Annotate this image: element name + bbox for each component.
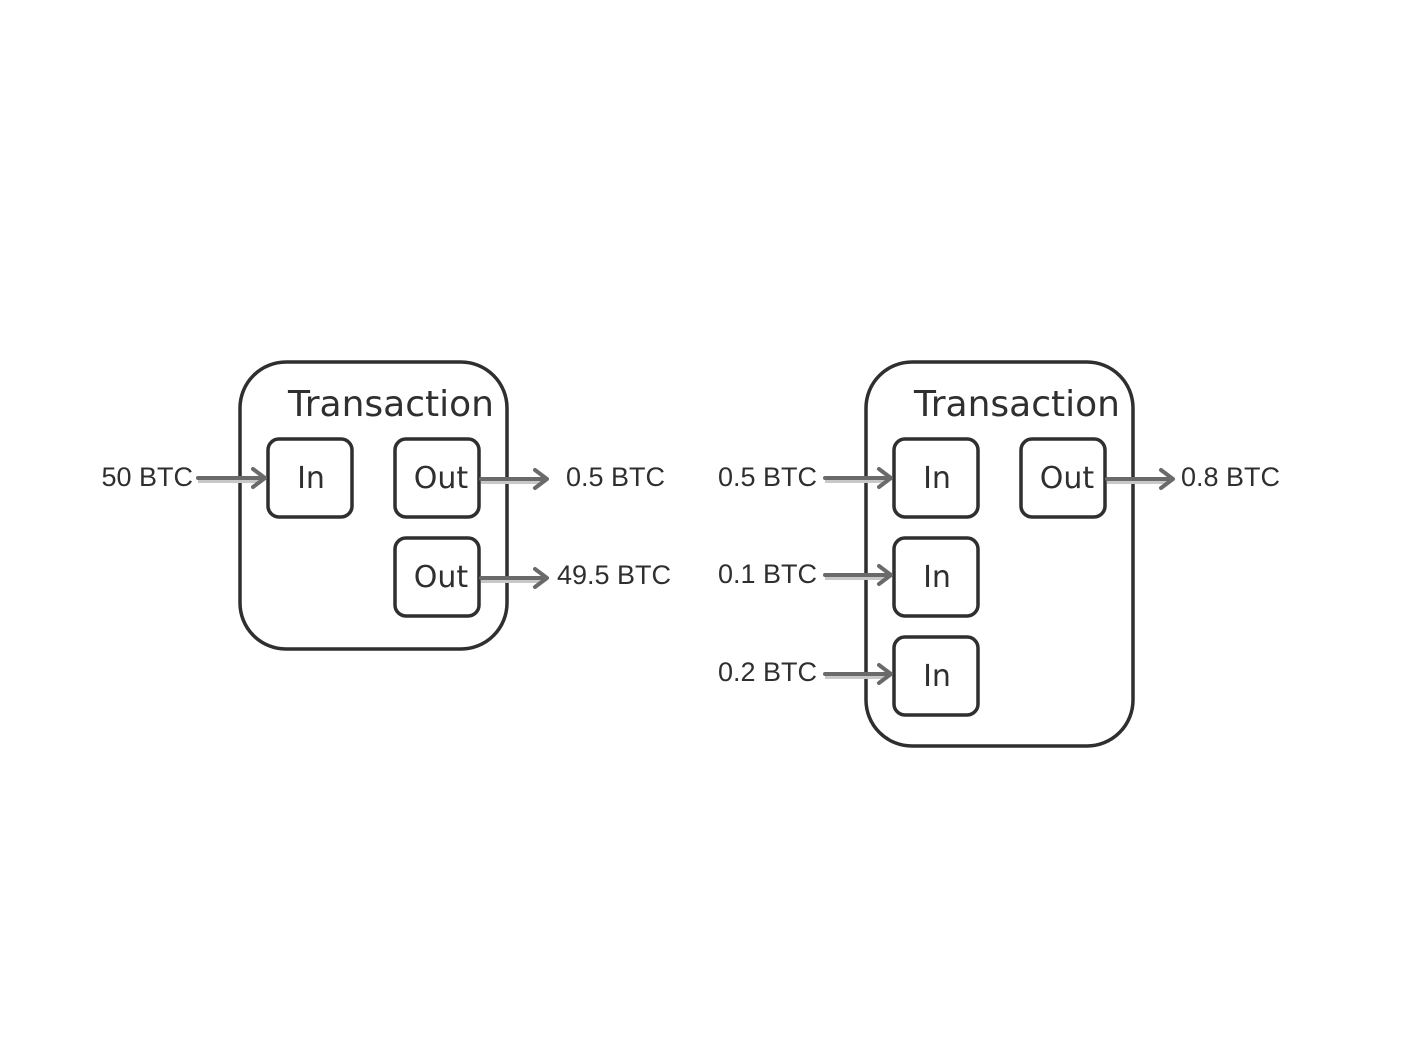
transaction-1-output-2-arrow [479, 567, 549, 589]
transaction-2-input-3-box [892, 635, 980, 717]
transaction-1-output-1-box [393, 437, 481, 519]
transaction-1-output-2-box [393, 536, 481, 618]
transaction-1-input-1-label: In [297, 461, 325, 496]
transaction-2-output-1-arrow [1105, 468, 1175, 490]
transaction-2-input-1-arrow [823, 467, 893, 489]
transaction-1-input-1-arrow [196, 467, 267, 489]
transaction-2-input-1-label: In [923, 461, 951, 496]
transaction-2-input-3-amount: 0.2 BTC [718, 657, 817, 687]
transaction-2-input-2-arrow [823, 564, 893, 586]
transaction-2-input-1-amount: 0.5 BTC [718, 462, 817, 492]
transaction-2-output-1-label: Out [1040, 461, 1095, 496]
transaction-1-input-1-amount: 50 BTC [101, 462, 193, 492]
transaction-2-input-1-box [892, 437, 980, 519]
transaction-2-input-2-amount: 0.1 BTC [718, 559, 817, 589]
transaction-1-output-2-label: Out [414, 560, 469, 595]
transaction-2-output-1-amount: 0.8 BTC [1181, 462, 1280, 492]
transaction-2-input-2-box [892, 536, 980, 618]
transaction-1-output-1-label: Out [414, 461, 469, 496]
transaction-1-input-1-box [266, 437, 354, 519]
transaction-2-input-2-label: In [923, 560, 951, 595]
transaction-2-title: Transaction [913, 384, 1120, 425]
transaction-1-output-1-arrow [479, 468, 549, 490]
transaction-1: Transaction In 50 BTC Out 0.5 BTC Out 49… [101, 360, 671, 651]
transaction-1-output-1-amount: 0.5 BTC [566, 462, 665, 492]
transaction-2-input-3-arrow [823, 663, 893, 685]
transaction-2-output-1-box [1019, 437, 1107, 519]
transaction-2-input-3-label: In [923, 659, 951, 694]
transaction-1-title: Transaction [287, 384, 494, 425]
transaction-1-output-2-amount: 49.5 BTC [557, 560, 671, 590]
transaction-2: Transaction In 0.5 BTC In 0.1 BTC In 0.2… [718, 360, 1280, 748]
